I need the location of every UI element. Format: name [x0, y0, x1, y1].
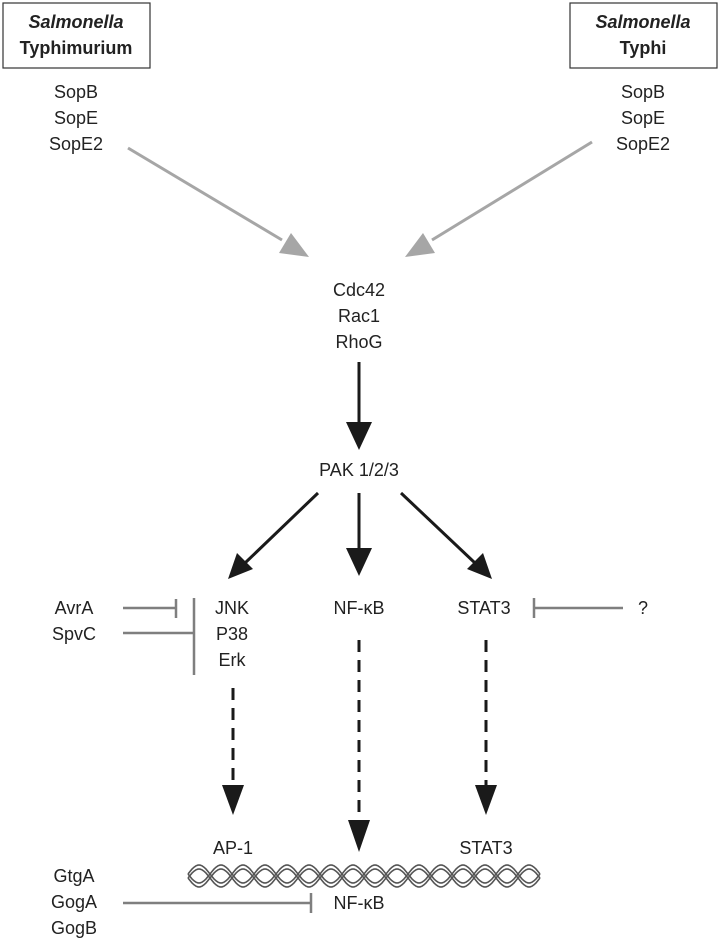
nfkb-label: NF-κB [334, 598, 385, 618]
typhi-effector-2: SopE [621, 108, 665, 128]
dashed-arrow-ap1-head [222, 785, 244, 815]
dashed-arrow-stat3-head [475, 785, 497, 815]
inhibitor-unknown: ? [638, 598, 648, 618]
dna-helix-icon [187, 864, 541, 888]
typhi-genus: Salmonella [595, 12, 690, 32]
nucleus-nfkb: NF-κB [334, 893, 385, 913]
stat3-label: STAT3 [457, 598, 510, 618]
arrow-gtpase-pak-head [346, 422, 372, 450]
mapk-erk: Erk [219, 650, 247, 670]
nucleus-inhibitor-gtga: GtgA [53, 866, 94, 886]
nucleus-ap1: AP-1 [213, 838, 253, 858]
arrow-pak-stat3-shaft [399, 491, 477, 565]
typhi-effector-3: SopE2 [616, 134, 670, 154]
nucleus-stat3: STAT3 [459, 838, 512, 858]
mapk-jnk: JNK [215, 598, 249, 618]
gray-arrow-left-head [279, 233, 309, 257]
gtpase-rhog: RhoG [335, 332, 382, 352]
typhimurium-effector-1: SopB [54, 82, 98, 102]
typhimurium-box [2, 2, 151, 69]
gray-arrow-right-head [405, 233, 435, 257]
typhimurium-genus: Salmonella [28, 12, 123, 32]
inhibitor-avra: AvrA [55, 598, 94, 618]
gray-arrow-right-shaft [431, 140, 593, 242]
arrow-pak-mapk-head [228, 553, 253, 579]
arrow-pak-stat3-head [467, 553, 492, 579]
inhibitor-spvc: SpvC [52, 624, 96, 644]
typhi-effector-1: SopB [621, 82, 665, 102]
arrow-pak-nfkb-head [346, 548, 372, 576]
nucleus-inhibitor-goga: GogA [51, 892, 97, 912]
dashed-arrow-nfkb-head [348, 820, 370, 852]
nucleus-inhibitor-gogb: GogB [51, 918, 97, 938]
typhimurium-effector-2: SopE [54, 108, 98, 128]
typhi-box [569, 2, 718, 69]
gtpase-rac1: Rac1 [338, 306, 380, 326]
dna-strand [187, 868, 541, 888]
arrow-pak-mapk-shaft [243, 491, 320, 565]
typhi-serovar: Typhi [620, 38, 667, 58]
gray-arrow-left-shaft [127, 146, 283, 242]
typhimurium-serovar: Typhimurium [20, 38, 133, 58]
dna-strand [187, 864, 541, 884]
pak-label: PAK 1/2/3 [319, 460, 399, 480]
typhimurium-effector-3: SopE2 [49, 134, 103, 154]
gtpase-cdc42: Cdc42 [333, 280, 385, 300]
mapk-p38: P38 [216, 624, 248, 644]
